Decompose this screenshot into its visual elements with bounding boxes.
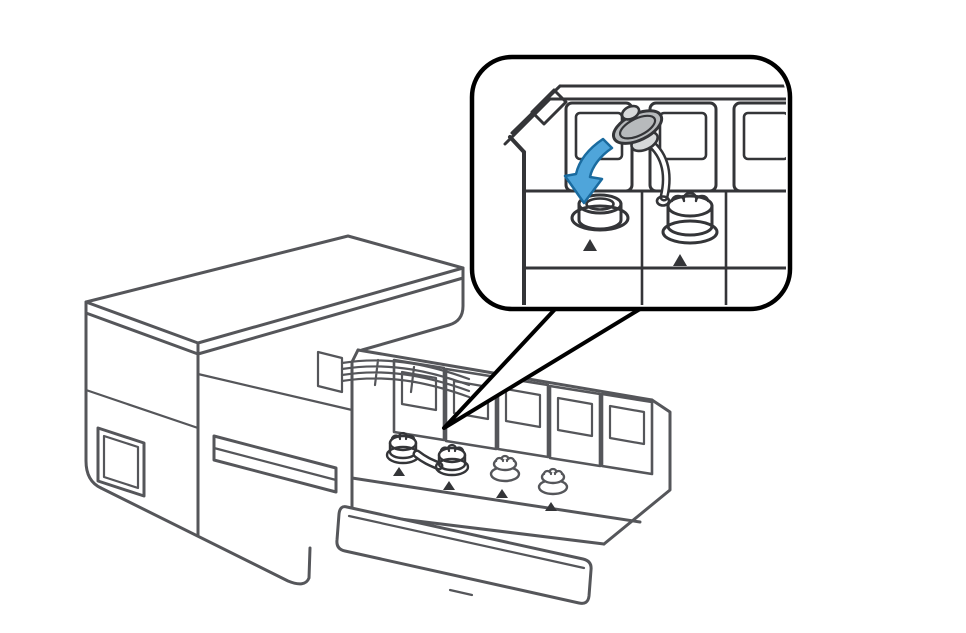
tank-cap-4: [537, 467, 569, 496]
triangle-mark-3: [496, 489, 508, 498]
front-cover-inner-line: [347, 514, 586, 570]
closed-cap-flange: [661, 219, 719, 245]
front-cover-flap: [335, 505, 593, 605]
zoom-housing-top-lines: [503, 84, 786, 146]
control-screen-inner: [102, 434, 140, 490]
printer: [84, 234, 465, 586]
zoom-blue-arrow: [563, 137, 614, 205]
zoom-panel-2-window: [658, 111, 708, 161]
zoom-cover-latch: [530, 88, 568, 126]
lid-top-surface: [84, 234, 465, 345]
callout-zoom-view: [503, 84, 786, 305]
tank-cap-3: [489, 454, 521, 483]
ink-tank-unit: [335, 348, 672, 605]
triangle-marks: [393, 467, 557, 511]
closed-cap-body: [666, 204, 714, 237]
cap-4-bumps: [542, 467, 564, 476]
held-cap-nub: [620, 104, 641, 121]
zoom-triangle-mark-2: [673, 254, 687, 266]
tank-caps: [385, 431, 569, 496]
cap-1-bumps: [390, 431, 416, 441]
tank-panel-4: [548, 384, 602, 468]
cap-2-bumps: [439, 443, 465, 453]
tank-panel-3-window: [504, 387, 542, 429]
cap-1-top: [388, 434, 418, 452]
lid-right-cover-edge: [360, 276, 465, 352]
callout-pointer: [442, 304, 647, 430]
tank-panel-2-window: [452, 379, 490, 421]
zoom-strap-anchor: [655, 195, 671, 207]
tank-panel-3: [496, 375, 550, 459]
tube-holder: [316, 350, 344, 394]
cap-2-flange: [434, 457, 470, 477]
unit-front-cover-open: [335, 505, 593, 605]
lid-thickness-lines: [84, 266, 465, 356]
zoom-panel-3-window: [742, 111, 786, 161]
body-bottom-edge: [99, 486, 312, 586]
tank-panel-4-window: [556, 396, 594, 438]
tank-cap-2: [434, 443, 470, 477]
unit-front-top-edge: [350, 476, 642, 524]
cap-2-body: [437, 453, 467, 472]
zoom-closed-cap: [661, 191, 719, 245]
output-slot-line: [212, 446, 338, 482]
triangle-mark-2: [443, 481, 455, 490]
callout-bubble: [469, 54, 793, 312]
zoom-unit-left-edge: [508, 135, 526, 305]
ink-tube-bundle: [340, 358, 471, 399]
closed-cap-bumps: [670, 191, 710, 203]
closed-cap-top: [666, 194, 714, 218]
spout-rim-inner: [585, 197, 615, 211]
spout-cylinder: [577, 202, 623, 231]
tank-panel-5-window: [608, 404, 646, 446]
tank-cap-1: [385, 431, 421, 465]
control-panel-seam: [84, 388, 200, 430]
triangle-mark-1: [393, 467, 405, 476]
printer-lid: [84, 234, 465, 356]
zoom-held-cap: [612, 104, 664, 153]
tank-panel-1-window: [400, 370, 438, 412]
triangle-mark-4: [545, 502, 557, 511]
body-left-edge: [84, 311, 103, 490]
held-cap-disc-inner: [618, 114, 657, 140]
printer-body: [84, 311, 354, 586]
front-cover-tab: [448, 588, 474, 597]
spout-rim: [577, 193, 623, 215]
cap-3-bumps: [494, 454, 516, 463]
zoom-surface-dividers: [640, 189, 728, 305]
cap-2-top: [437, 446, 467, 464]
unit-right-face: [602, 398, 672, 546]
zoom-open-spout: [570, 193, 630, 232]
front-face-seam: [196, 372, 354, 412]
tank-panel-5: [600, 392, 654, 476]
zoom-triangle-mark-1: [583, 239, 597, 251]
